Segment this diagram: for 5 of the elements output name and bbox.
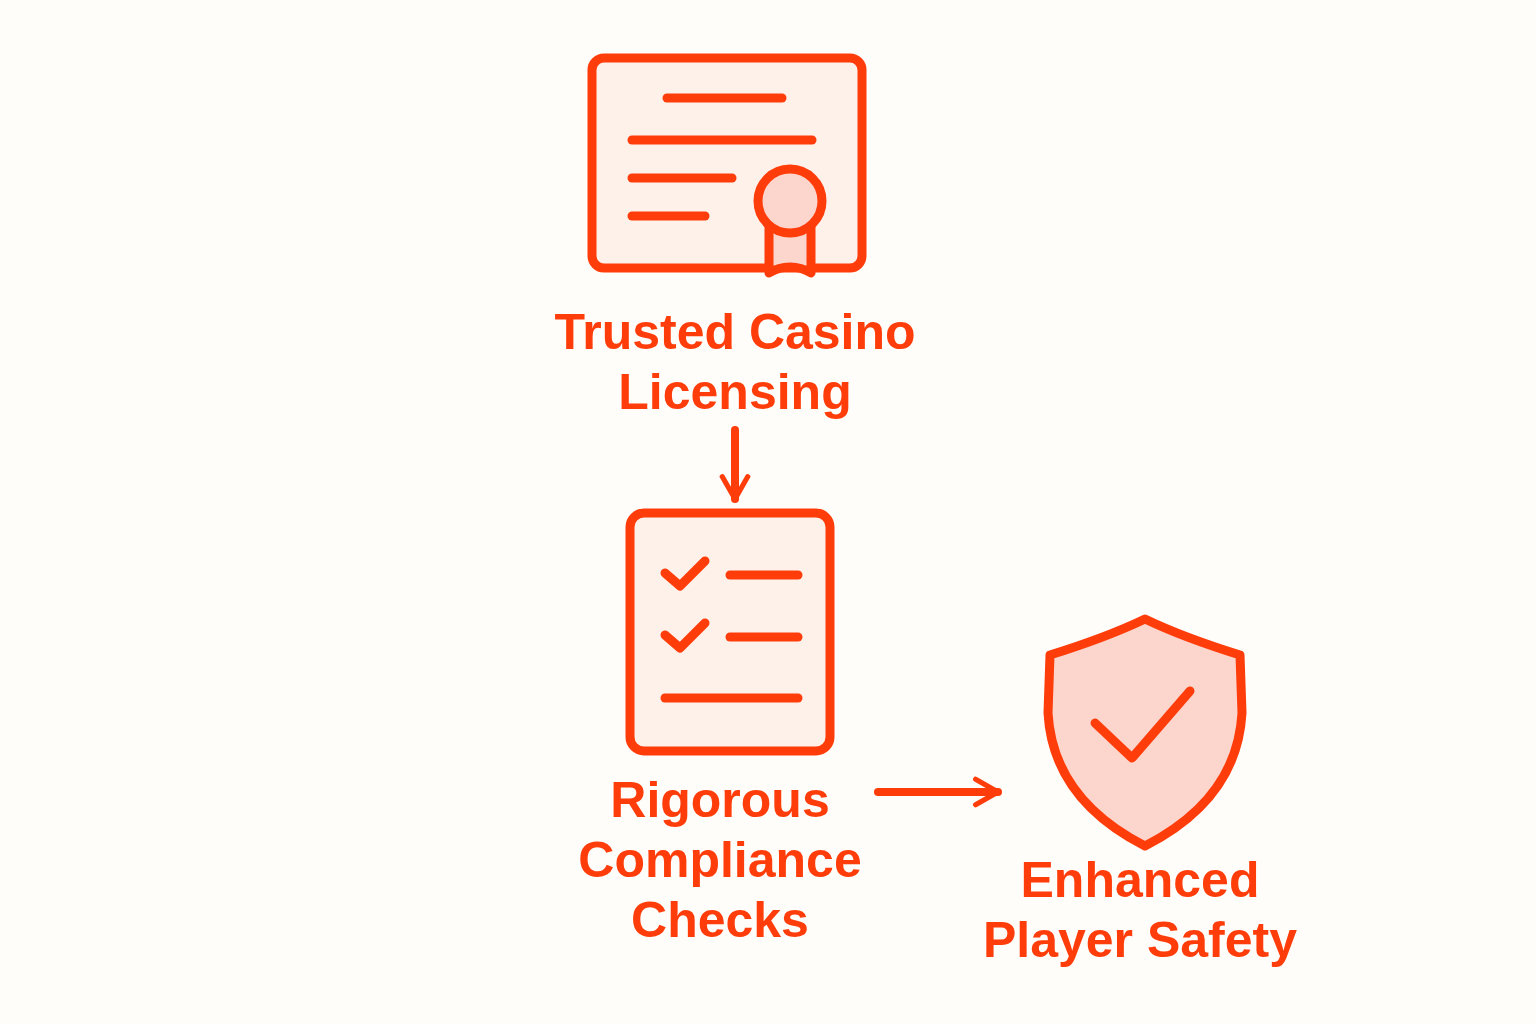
- arrow: [719, 426, 751, 503]
- step-label: Rigorous Compliance Checks: [577, 771, 863, 950]
- step-label: Trusted Casino Licensing: [553, 303, 917, 422]
- step-label: Enhanced Player Safety: [981, 851, 1299, 970]
- arrow: [874, 776, 1002, 808]
